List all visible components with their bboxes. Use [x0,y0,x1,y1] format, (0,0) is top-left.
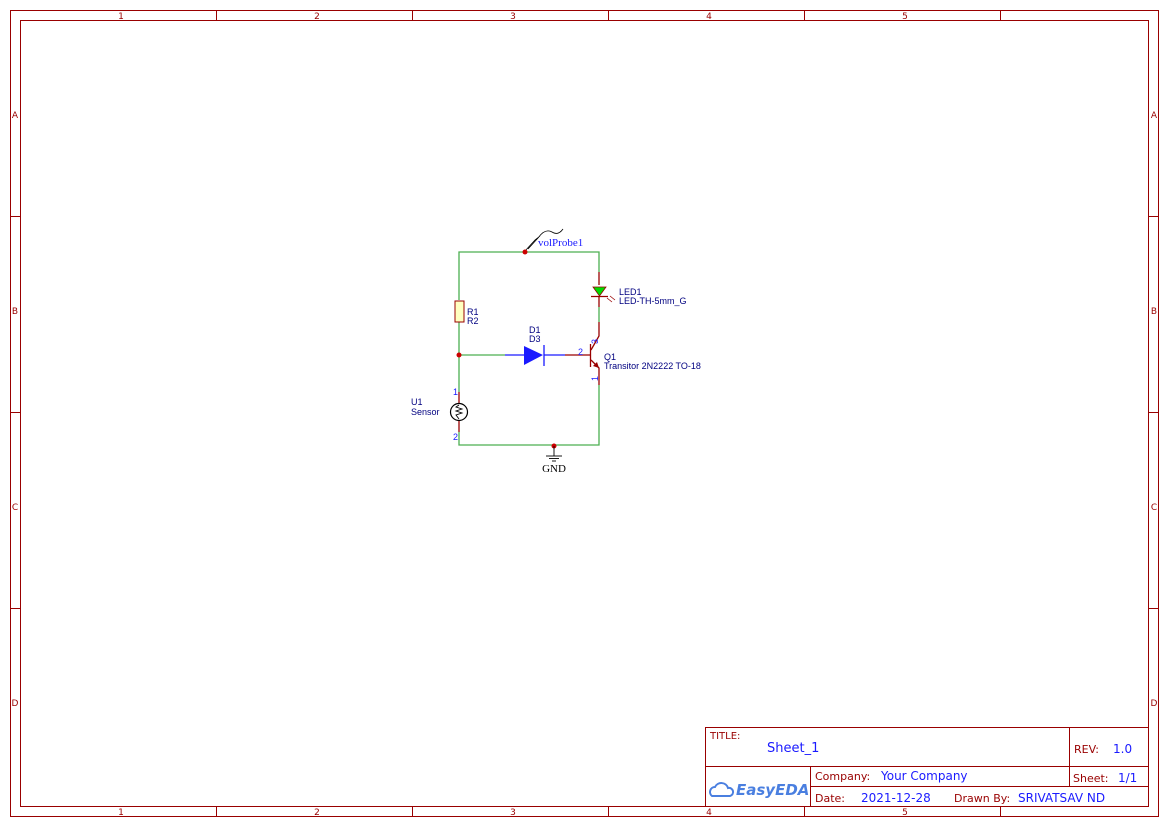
svg-text:2: 2 [314,808,320,818]
svg-text:1: 1 [590,376,600,381]
svg-text:LED-TH-5mm_G: LED-TH-5mm_G [619,296,687,306]
voltage-probe: volProbe1 [522,228,583,255]
title-block: TITLE: Sheet_1 REV: 1.0 Company: Your Co… [705,727,1149,807]
junction-dot [456,352,462,358]
svg-text:5: 5 [902,12,908,22]
drawn-by-value: SRIVATSAV ND [1018,791,1105,805]
svg-text:A: A [1151,111,1158,121]
svg-text:2: 2 [578,347,583,357]
diode-d1: D1 D3 [505,325,565,366]
sheet-value: 1/1 [1118,771,1137,785]
svg-text:GND: GND [542,463,566,475]
svg-text:R1: R1 [467,307,479,317]
svg-text:B: B [12,307,18,317]
outer-border [10,10,1159,817]
svg-text:4: 4 [706,808,712,818]
company-label: Company: [815,770,870,783]
svg-text:1: 1 [453,387,458,397]
rev-label: REV: [1074,743,1099,756]
title-label: TITLE: [709,731,740,742]
column-labels-top: 1 2 3 4 5 [118,12,908,22]
svg-text:LED1: LED1 [619,287,642,297]
title-value: Sheet_1 [767,741,819,756]
svg-text:D: D [1151,699,1158,709]
svg-text:EasyEDA: EasyEDA [736,781,809,799]
svg-text:U1: U1 [411,397,423,407]
svg-text:R2: R2 [467,316,479,326]
date-value: 2021-12-28 [861,791,931,805]
svg-text:D1: D1 [529,325,541,335]
transistor-q1: 2 3 1 Q1 Transitor 2N2222 TO-18 [565,322,701,385]
svg-text:3: 3 [590,339,600,344]
column-labels-bottom: 1 2 3 4 5 [118,808,908,818]
svg-text:2: 2 [453,432,458,442]
row-labels: A B C D A B C D [12,111,1158,709]
svg-text:Sensor: Sensor [411,407,440,417]
svg-text:5: 5 [902,808,908,818]
svg-text:A: A [12,111,19,121]
svg-text:Transitor 2N2222 TO-18: Transitor 2N2222 TO-18 [604,361,701,371]
svg-text:C: C [1151,503,1157,513]
sensor-u1: 1 2 U1 Sensor [411,387,469,442]
svg-text:B: B [1151,307,1157,317]
inner-border [20,20,1149,807]
rev-value: 1.0 [1113,742,1132,756]
svg-text:4: 4 [706,12,712,22]
svg-text:1: 1 [118,12,124,22]
svg-text:Q1: Q1 [604,352,616,362]
company-value: Your Company [880,769,968,783]
date-label: Date: [815,792,845,805]
sheet-label: Sheet: [1073,772,1109,785]
led-led1: LED1 LED-TH-5mm_G [591,272,687,307]
svg-text:D3: D3 [529,334,541,344]
svg-text:3: 3 [510,808,516,818]
svg-text:D: D [12,699,19,709]
grid-ticks [10,10,1159,817]
svg-text:C: C [12,503,18,513]
drawn-by-label: Drawn By: [954,792,1010,805]
resistor-r1: R1 R2 [454,300,479,326]
probe-label: volProbe1 [538,237,583,249]
ground-symbol: GND [542,443,566,475]
easyeda-logo: EasyEDA [709,781,809,799]
svg-text:2: 2 [314,12,320,22]
svg-text:1: 1 [118,808,124,818]
svg-text:3: 3 [510,12,516,22]
